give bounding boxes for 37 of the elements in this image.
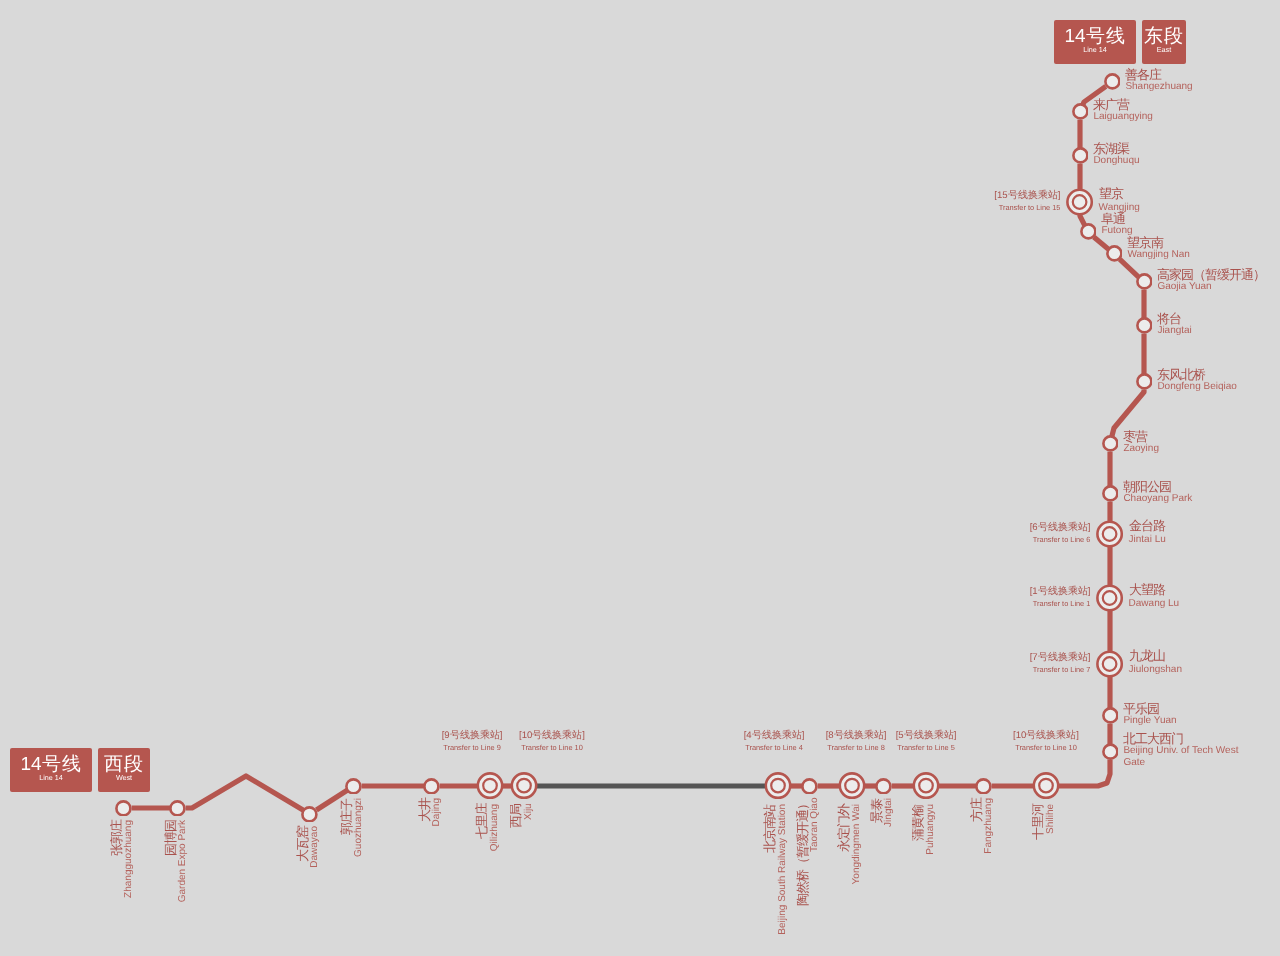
track-line: [790, 783, 803, 789]
track-line: [1092, 235, 1110, 251]
track-line: [991, 783, 1034, 789]
track-line: [502, 783, 512, 789]
sign-title: 14号线: [1064, 28, 1126, 48]
track-line: [1117, 257, 1141, 279]
track-line: [185, 773, 305, 813]
track-line: [1141, 289, 1147, 319]
track-line: [131, 805, 171, 811]
track-line: [817, 783, 840, 789]
line-sign: [1054, 20, 1136, 64]
track-line: [1107, 610, 1113, 652]
line-sign: [98, 748, 150, 792]
track-line: [1107, 723, 1113, 745]
line-sign: [1142, 20, 1186, 64]
sign-title: 14号线: [20, 756, 82, 776]
track-line: [1107, 546, 1113, 586]
track-line: [1109, 389, 1147, 438]
track-line: [1107, 451, 1113, 487]
track-line: [1077, 163, 1083, 190]
track-line: [1077, 213, 1087, 227]
track-line: [315, 787, 349, 813]
track-line: [1058, 759, 1113, 789]
track-line: [439, 783, 478, 789]
track-line: [1107, 676, 1113, 709]
track-line: [1077, 119, 1083, 149]
track-line: [864, 783, 877, 789]
sign-title: 东段: [1144, 28, 1184, 48]
track-line: [361, 783, 425, 789]
track-line: [1080, 84, 1108, 106]
track-line: [1107, 501, 1113, 522]
track-line: [891, 783, 914, 789]
line-sign: [10, 748, 92, 792]
track-line: [1141, 333, 1147, 375]
track-line: [938, 783, 977, 789]
track-line: [536, 783, 766, 789]
sign-title: 西段: [104, 756, 144, 776]
